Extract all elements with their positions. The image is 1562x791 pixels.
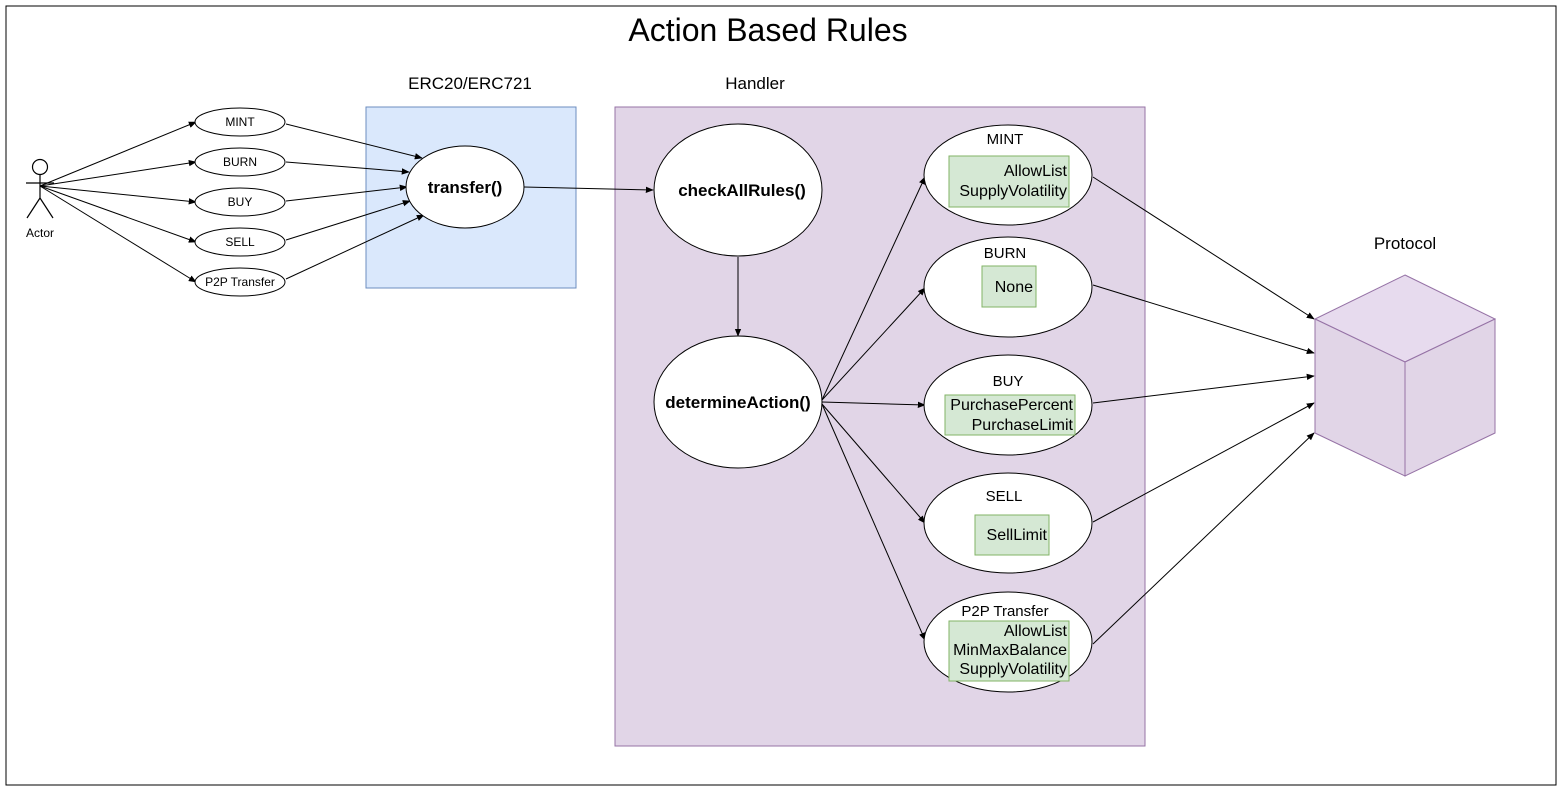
action-p2p-transfer[interactable]: P2P Transfer bbox=[194, 267, 286, 297]
svg-text:BURN: BURN bbox=[984, 245, 1027, 262]
svg-text:PurchasePercent: PurchasePercent bbox=[950, 397, 1073, 414]
edge-determine-p2p bbox=[821, 403, 926, 641]
check-all-rules-node[interactable]: checkAllRules() bbox=[653, 123, 823, 257]
edge-determine-burn bbox=[821, 287, 926, 401]
svg-text:AllowList: AllowList bbox=[1004, 623, 1068, 640]
svg-text:SellLimit: SellLimit bbox=[987, 527, 1048, 544]
edge-burn-transfer bbox=[285, 161, 410, 175]
edge-actor-burn bbox=[39, 159, 197, 187]
actor-label: Actor bbox=[26, 226, 54, 240]
edge-sell-protocol bbox=[1092, 402, 1315, 523]
svg-text:BUY: BUY bbox=[228, 195, 253, 209]
handler-action-sell[interactable]: SELL SellLimit bbox=[923, 472, 1093, 574]
edge-burn-protocol bbox=[1092, 284, 1315, 354]
action-mint[interactable]: MINT bbox=[194, 107, 286, 137]
edge-p2p-protocol bbox=[1092, 432, 1315, 645]
svg-text:BUY: BUY bbox=[993, 373, 1024, 390]
edge-buy-transfer bbox=[285, 184, 408, 202]
rule-box-buy bbox=[944, 394, 1076, 436]
action-buy[interactable]: BUY bbox=[194, 187, 286, 217]
svg-text:P2P Transfer: P2P Transfer bbox=[205, 275, 275, 289]
rule-box-mint bbox=[948, 155, 1070, 208]
transfer-function-node[interactable]: transfer() bbox=[405, 145, 525, 229]
svg-text:checkAllRules(): checkAllRules() bbox=[678, 181, 806, 200]
rule-box-sell bbox=[974, 514, 1050, 556]
svg-text:None: None bbox=[995, 279, 1033, 296]
edge-transfer-check bbox=[523, 186, 654, 194]
protocol-cube-icon[interactable] bbox=[1313, 274, 1497, 477]
edge-determine-buy bbox=[821, 401, 926, 408]
action-burn[interactable]: BURN bbox=[194, 147, 286, 177]
rule-box-p2p-transfer bbox=[948, 620, 1070, 682]
edge-buy-protocol bbox=[1092, 373, 1315, 404]
edge-mint-transfer bbox=[285, 123, 423, 160]
edge-sell-transfer bbox=[285, 200, 411, 241]
svg-text:MINT: MINT bbox=[987, 131, 1024, 148]
edge-mint-protocol bbox=[1092, 176, 1315, 320]
handler-action-p2p-transfer[interactable]: P2P Transfer AllowList MinMaxBalance Sup… bbox=[923, 591, 1093, 693]
svg-text:transfer(): transfer() bbox=[428, 178, 503, 197]
edge-actor-mint bbox=[39, 121, 197, 187]
handler-action-buy[interactable]: BUY PurchasePercent PurchaseLimit bbox=[923, 354, 1093, 456]
edge-determine-sell bbox=[821, 403, 926, 524]
diagram-title: Action Based Rules bbox=[628, 12, 907, 48]
svg-text:SupplyVolatility: SupplyVolatility bbox=[959, 661, 1067, 678]
edge-p2p-transfer bbox=[285, 214, 425, 280]
handler-action-mint[interactable]: MINT AllowList SupplyVolatility bbox=[923, 124, 1093, 226]
svg-text:SELL: SELL bbox=[225, 235, 255, 249]
svg-text:MinMaxBalance: MinMaxBalance bbox=[953, 642, 1067, 659]
svg-text:SupplyVolatility: SupplyVolatility bbox=[959, 183, 1067, 200]
determine-action-node[interactable]: determineAction() bbox=[653, 335, 823, 469]
svg-text:AllowList: AllowList bbox=[1004, 163, 1068, 180]
svg-text:SELL: SELL bbox=[986, 488, 1023, 505]
handler-action-burn[interactable]: BURN None bbox=[923, 236, 1093, 338]
token-section-label: ERC20/ERC721 bbox=[408, 74, 532, 93]
svg-text:PurchaseLimit: PurchaseLimit bbox=[972, 417, 1074, 434]
action-sell[interactable]: SELL bbox=[194, 227, 286, 257]
svg-text:P2P Transfer: P2P Transfer bbox=[961, 603, 1048, 620]
svg-text:BURN: BURN bbox=[223, 155, 257, 169]
edge-actor-sell bbox=[39, 185, 197, 243]
edge-actor-p2p bbox=[39, 185, 197, 283]
protocol-label: Protocol bbox=[1374, 234, 1436, 253]
edge-determine-mint bbox=[821, 176, 926, 401]
svg-text:determineAction(): determineAction() bbox=[665, 393, 810, 412]
rule-box-burn bbox=[981, 265, 1037, 308]
handler-section-label: Handler bbox=[725, 74, 785, 93]
edge-actor-buy bbox=[39, 185, 197, 205]
svg-text:MINT: MINT bbox=[225, 115, 255, 129]
